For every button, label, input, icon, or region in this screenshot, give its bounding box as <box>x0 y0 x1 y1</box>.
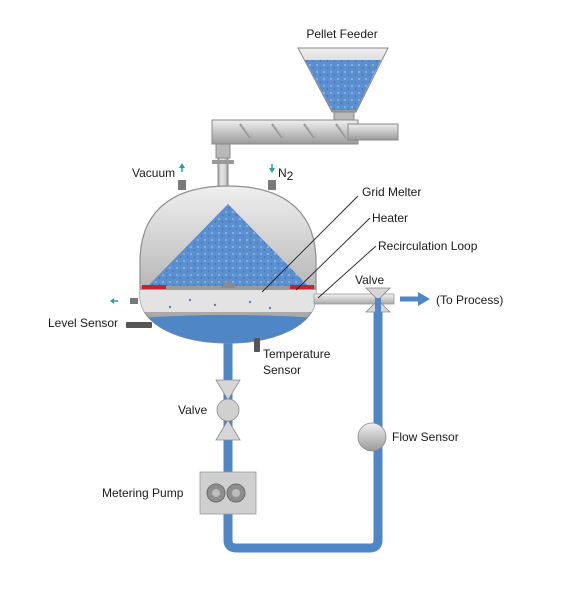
to-process-label: (To Process) <box>436 293 503 307</box>
recirculation-loop-pipe <box>223 310 383 553</box>
flow-sensor <box>357 422 387 452</box>
valve-left-label: Valve <box>178 403 207 417</box>
n2-port <box>268 164 276 190</box>
n2-arrow-icon <box>269 168 275 173</box>
leader-heater <box>295 217 371 291</box>
leader-lines <box>261 195 377 299</box>
pellet-feeder-label: Pellet Feeder <box>306 27 377 41</box>
screw-conveyor <box>211 119 399 199</box>
pellet-feeder <box>297 47 389 123</box>
temperature-sensor-label-line1: Temperature <box>263 347 331 361</box>
valve-left-icon <box>216 398 240 422</box>
vacuum-port <box>178 163 186 190</box>
metering-pump <box>199 471 257 515</box>
valve-left <box>215 379 241 441</box>
n2-label-subscript: 2 <box>287 169 294 183</box>
leader-recirculation-loop <box>317 245 377 299</box>
vacuum-arrow-icon <box>179 163 185 168</box>
metering-pump-label: Metering Pump <box>102 486 184 500</box>
temperature-sensor-label-line2: Sensor <box>263 363 301 377</box>
outlet-pipe <box>313 287 430 314</box>
n2-label-main: N <box>278 166 287 180</box>
grid-melter-label: Grid Melter <box>362 185 421 199</box>
level-sensor <box>110 298 152 328</box>
valve-top-label: Valve <box>355 273 384 287</box>
recirculation-loop-label: Recirculation Loop <box>378 239 478 253</box>
leader-grid-melter <box>261 195 359 293</box>
heater-left <box>142 285 166 289</box>
valve-top-icon <box>365 287 391 301</box>
n2-label: N2 <box>278 166 294 183</box>
recirculation-piping <box>223 310 383 553</box>
level-arrow-icon <box>110 298 114 304</box>
flow-sensor-label: Flow Sensor <box>392 430 459 444</box>
vacuum-label: Vacuum <box>132 166 175 180</box>
heater-right <box>290 285 314 289</box>
temperature-sensor <box>254 338 260 352</box>
flow-sensor-icon <box>357 422 387 452</box>
level-sensor-label: Level Sensor <box>48 316 118 330</box>
melter-vessel <box>139 185 317 344</box>
pellet-pile <box>146 204 310 288</box>
to-process-arrow-icon <box>418 292 430 306</box>
heater-label: Heater <box>372 211 408 225</box>
